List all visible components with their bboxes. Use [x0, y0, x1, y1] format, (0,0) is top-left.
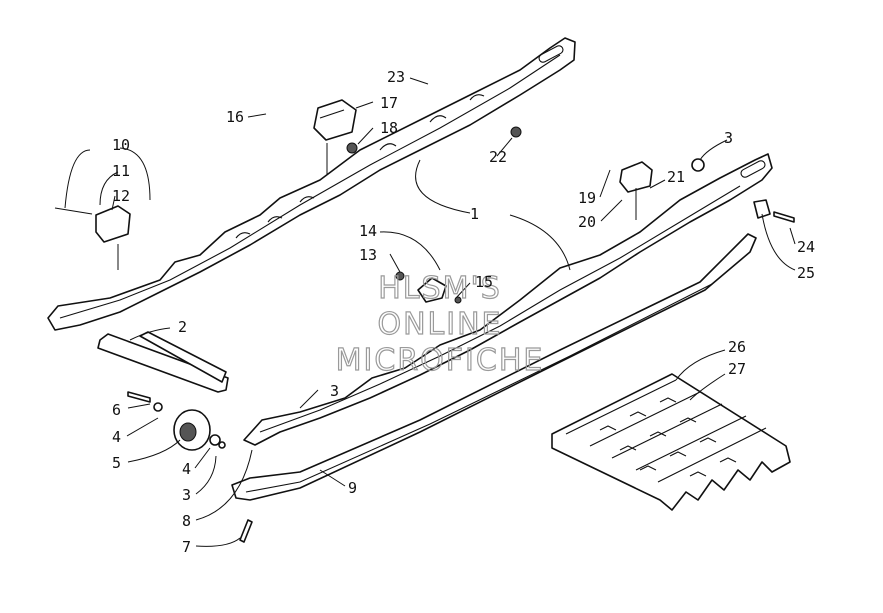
callout-14: 14: [359, 222, 377, 240]
callout-5: 5: [112, 454, 121, 472]
callout-16: 16: [226, 108, 244, 126]
block-12: [54, 205, 131, 243]
callout-17: 17: [380, 94, 398, 112]
nut-22: [510, 126, 522, 138]
watermark-line-2: ONLINE: [377, 307, 502, 342]
callout-27: 27: [728, 360, 746, 378]
track-section: [551, 373, 791, 511]
washer-3-top: [691, 158, 705, 172]
callout-18: 18: [380, 119, 398, 137]
clip-24: [753, 199, 795, 223]
callout-3-bottom: 3: [182, 486, 191, 504]
callout-6: 6: [112, 401, 121, 419]
right-slide-rail: [243, 153, 773, 446]
wear-strip: [231, 233, 757, 501]
left-slide-rail: [47, 37, 576, 331]
callout-19: 19: [578, 189, 596, 207]
callout-10: 10: [112, 136, 130, 154]
callout-2: 2: [178, 318, 187, 336]
callout-4-lower: 4: [182, 460, 191, 478]
callout-23: 23: [387, 68, 405, 86]
bracket-20: [619, 161, 653, 193]
callout-7: 7: [182, 538, 191, 556]
cross-shaft: [97, 331, 229, 393]
callout-20: 20: [578, 213, 596, 231]
idler-wheel: [127, 391, 226, 451]
callout-1: 1: [470, 205, 479, 223]
callout-13: 13: [359, 246, 377, 264]
callout-11: 11: [112, 162, 130, 180]
callout-24: 24: [797, 238, 815, 256]
callout-9: 9: [348, 479, 357, 497]
callout-4-upper: 4: [112, 428, 121, 446]
callout-15: 15: [475, 273, 493, 291]
callout-12: 12: [112, 187, 130, 205]
watermark-line-3: MICROFICHE: [336, 343, 545, 378]
bracket-17: [313, 99, 358, 154]
callout-26: 26: [728, 338, 746, 356]
callout-25: 25: [797, 264, 815, 282]
callout-labels: 1 2 3 3 3 4 4 5 6 7 8 9 10 11 12 13 14 1…: [112, 68, 815, 556]
leader-lines: [64, 77, 796, 547]
bracket-14: [395, 271, 462, 304]
callout-8: 8: [182, 512, 191, 530]
callout-22: 22: [489, 148, 507, 166]
watermark-line-1: HLSM'S: [378, 271, 502, 306]
callout-3-center: 3: [330, 382, 339, 400]
callout-21: 21: [667, 168, 685, 186]
bolt-7: [239, 519, 253, 543]
callout-3-right: 3: [724, 129, 733, 147]
watermark: HLSM'S ONLINE MICROFICHE: [335, 270, 545, 378]
